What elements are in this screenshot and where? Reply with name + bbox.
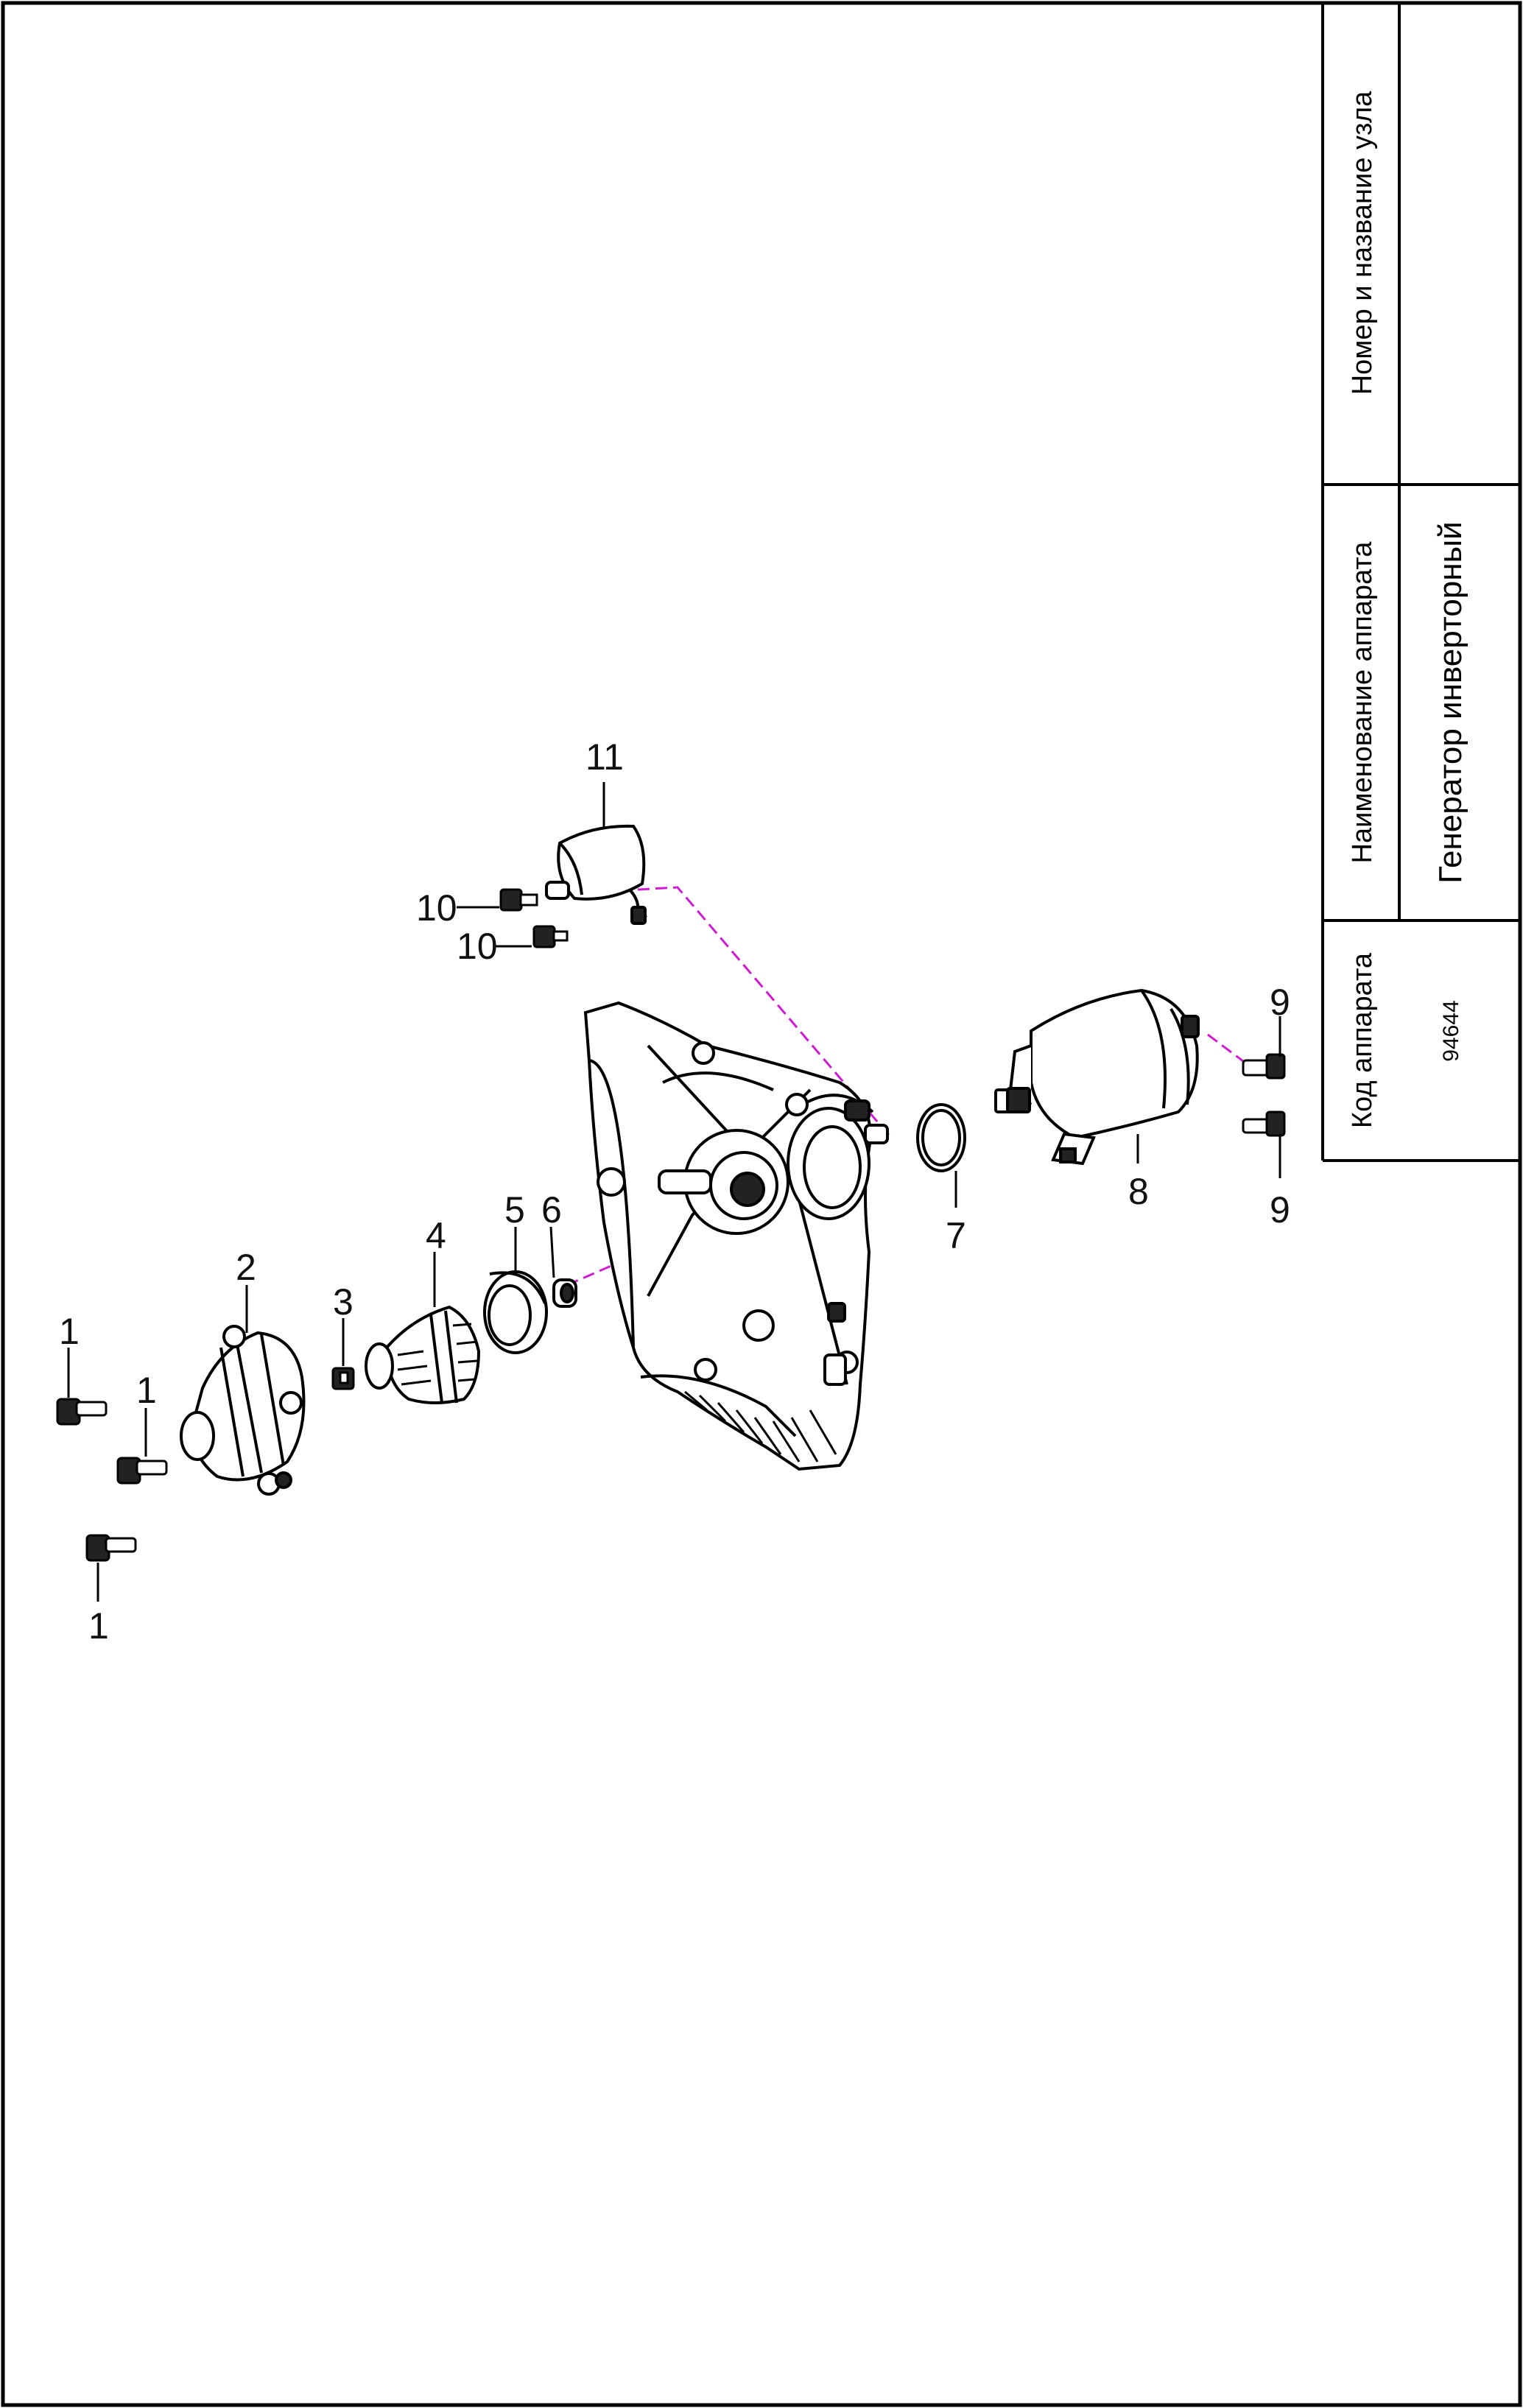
header-device-name: Наименование аппарата bbox=[1347, 541, 1378, 864]
title-block bbox=[1321, 3, 1520, 1162]
header-device-code: Код аппарата bbox=[1347, 952, 1378, 1128]
callout-5: 5 bbox=[504, 1189, 525, 1231]
callout-10-lower: 10 bbox=[457, 926, 498, 967]
part-10-bolts bbox=[499, 888, 569, 948]
callout-7: 7 bbox=[946, 1215, 966, 1256]
callout-9-lower: 9 bbox=[1270, 1189, 1290, 1231]
callout-4: 4 bbox=[426, 1215, 446, 1256]
value-device-name: Генератор инверторный bbox=[1432, 521, 1469, 884]
callout-1-top: 1 bbox=[59, 1311, 80, 1352]
callout-11: 11 bbox=[585, 736, 624, 778]
callout-8: 8 bbox=[1128, 1171, 1149, 1212]
part-11-solenoid bbox=[545, 824, 647, 925]
callout-9-upper: 9 bbox=[1270, 982, 1290, 1023]
part-7-o-ring bbox=[916, 1103, 966, 1172]
callout-10-upper: 10 bbox=[416, 887, 457, 929]
part-4-gear bbox=[365, 1305, 481, 1404]
callout-leaders bbox=[67, 782, 1281, 1602]
part-1-bolts bbox=[56, 1398, 168, 1562]
header-unit-number-name: Номер и название узла bbox=[1347, 91, 1378, 395]
part-crankcase-cover bbox=[583, 1001, 889, 1471]
callout-1-middle: 1 bbox=[136, 1370, 157, 1411]
callout-3: 3 bbox=[333, 1281, 354, 1323]
callout-2: 2 bbox=[236, 1247, 256, 1288]
callout-6: 6 bbox=[541, 1189, 562, 1231]
part-9-bolts bbox=[1242, 1053, 1286, 1137]
part-2-cover bbox=[180, 1325, 306, 1496]
part-6-bushing bbox=[552, 1278, 577, 1308]
part-3-nut bbox=[331, 1367, 355, 1390]
value-device-code: 94644 bbox=[1439, 1000, 1463, 1061]
part-5-oil-seal bbox=[483, 1270, 548, 1354]
callout-1-bottom: 1 bbox=[88, 1605, 109, 1647]
part-8-starter-motor bbox=[994, 988, 1200, 1166]
